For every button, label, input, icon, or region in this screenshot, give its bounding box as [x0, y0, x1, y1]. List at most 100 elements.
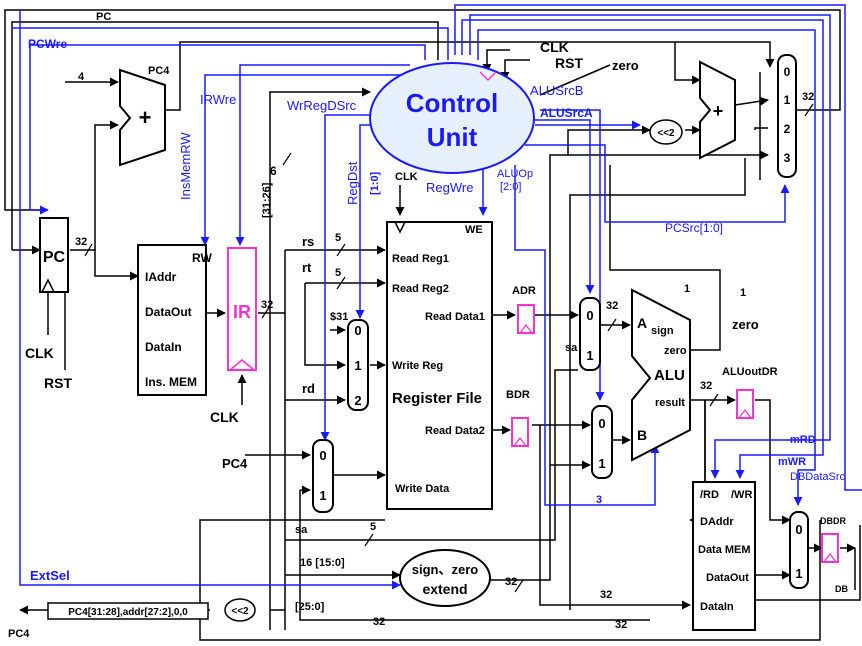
datamem-wr: /WR [731, 489, 752, 501]
signal-pcwre: PCWre [28, 37, 67, 51]
pc-label: PC [43, 249, 66, 266]
label-rt: rt [302, 260, 312, 275]
width-32-alua: 32 [606, 300, 618, 312]
data-memory: /RD /WR DAddr Data MEM DataOut DataIn [692, 481, 756, 631]
jump-address-box: PC4[31:28],addr[27:2],0,0 [47, 602, 209, 620]
width-32-aluout: 32 [700, 380, 712, 392]
ir-label: IR [233, 302, 251, 322]
width-32-bottom2: 32 [373, 616, 385, 628]
shift-bottom-label: <<2 [231, 606, 249, 617]
regfile-name: Register File [392, 390, 482, 407]
datamem-dataout: DataOut [706, 572, 749, 584]
alu-sign: sign [651, 325, 674, 337]
regfile-read-data2: Read Data2 [425, 425, 485, 437]
aluoutdr-label: ALUoutDR [722, 366, 778, 378]
mux-write-data: 0 1 [312, 439, 334, 513]
regfile-write-data: Write Data [395, 483, 450, 495]
mux-regdst: 0 1 2 [347, 319, 369, 411]
mux-pc-in0: 0 [784, 65, 791, 79]
label-zero-cu: zero [612, 58, 639, 73]
insmem-rw: RW [192, 251, 212, 265]
mux-pc-in3: 3 [784, 151, 791, 165]
alu-name: ALU [654, 367, 685, 384]
regfile-read-data1: Read Data1 [425, 311, 485, 323]
jump-address-label: PC4[31:28],addr[27:2],0,0 [68, 607, 188, 618]
mux-db: 0 1 [789, 511, 809, 589]
width-5-sa: 5 [370, 521, 376, 533]
black-wires [4, 9, 861, 641]
mux-regdst-in2: 2 [354, 393, 361, 408]
sign-zero-extend: sign、zero extend [399, 549, 491, 607]
signal-dbdatasrc: DBDataSrc [790, 471, 846, 483]
signal-regwre: RegWre [426, 180, 473, 195]
mux-b-in0: 0 [598, 416, 605, 431]
adr-register: ADR [512, 285, 536, 334]
instruction-register: IR [227, 247, 257, 371]
mux-wd-in0: 0 [319, 448, 326, 463]
label-clk-regfile: CLK [395, 171, 418, 183]
signal-wrregdsrc: WrRegDSrc [287, 98, 357, 113]
signal-regdst: RegDst [345, 161, 360, 205]
control-unit: Control Unit [369, 62, 535, 174]
dbdr-register: DBDR DB [820, 516, 848, 594]
signal-extsel: ExtSel [30, 568, 70, 583]
blue-labels: PCWre IRWre InsMemRW WrRegDSrc RegDst [1… [28, 37, 846, 583]
mux-pc-in2: 2 [784, 122, 791, 136]
regfile-write-reg: Write Reg [392, 360, 443, 372]
label-reg31: $31 [330, 311, 348, 323]
mux-regdst-in0: 0 [354, 323, 361, 338]
label-clk-cu: CLK [540, 39, 569, 55]
register-file: WE Read Reg1 Read Reg2 Read Data1 Write … [386, 221, 493, 510]
bdr-label: BDR [506, 389, 530, 401]
regfile-we: WE [465, 224, 483, 236]
mux-regdst-in1: 1 [354, 358, 361, 373]
signal-insmemrw: InsMemRW [178, 132, 193, 200]
width-5-rt: 5 [335, 267, 341, 279]
shift-left-2: <<2 [649, 119, 683, 145]
insmem-datain: DataIn [145, 340, 182, 354]
datamem-rd: /RD [700, 489, 719, 501]
width-32-bottom3: 32 [615, 619, 627, 631]
width-1-a: 1 [684, 283, 690, 295]
label-addr: [25:0] [295, 601, 325, 613]
signal-mwr: mWR [778, 456, 806, 468]
width-1-b: 1 [740, 287, 746, 299]
instruction-memory: RW IAddr DataOut DataIn Ins. MEM [137, 244, 212, 396]
label-four: 4 [78, 71, 85, 83]
adder-branch: + [699, 60, 736, 160]
mux-alu-a: 0 1 [579, 297, 601, 371]
mux-a-in0: 0 [586, 308, 593, 323]
control-unit-line1: Control [406, 88, 498, 118]
black-labels: PC 4 PC4 32 CLK RST CLK 32 6 [31:26] rs … [8, 11, 814, 640]
width-5-rs: 5 [335, 232, 341, 244]
width-32-ir: 32 [261, 299, 273, 311]
insmem-dataout: DataOut [145, 305, 192, 319]
control-unit-line2: Unit [427, 122, 478, 152]
label-rd: rd [302, 381, 315, 396]
label-pc: PC [96, 11, 111, 23]
signal-regdst-bits: [1:0] [369, 171, 381, 195]
signal-aluop-bits: [2:0] [500, 181, 521, 193]
regfile-read-reg1: Read Reg1 [392, 253, 449, 265]
mux-a-in1: 1 [586, 348, 593, 363]
datamem-daddr: DAddr [700, 516, 734, 528]
label-sa-alu: sa [565, 342, 578, 354]
db-label: DB [835, 584, 848, 594]
regfile-read-reg2: Read Reg2 [392, 283, 449, 295]
signal-alusrca: ALUSrcA [540, 106, 593, 120]
label-clk-pc: CLK [25, 345, 54, 361]
mux-pc: 0 1 2 3 [777, 54, 797, 178]
label-sa: sa [295, 524, 308, 536]
datamem-name: Data MEM [698, 544, 751, 556]
adder-branch-plus: + [713, 101, 724, 121]
label-pc4-bottom: PC4 [8, 628, 30, 640]
mux-alu-b: 0 1 [591, 405, 613, 479]
alu-input-a: A [637, 315, 647, 331]
bus-width-ticks [84, 103, 814, 593]
alu-zero: zero [664, 345, 687, 357]
adder-pc4: + [119, 68, 166, 167]
shift-left-bottom: <<2 [224, 598, 256, 622]
aluoutdr-register: ALUoutDR [722, 366, 778, 419]
signal-pcsrc: PCSrc[1:0] [665, 221, 723, 235]
